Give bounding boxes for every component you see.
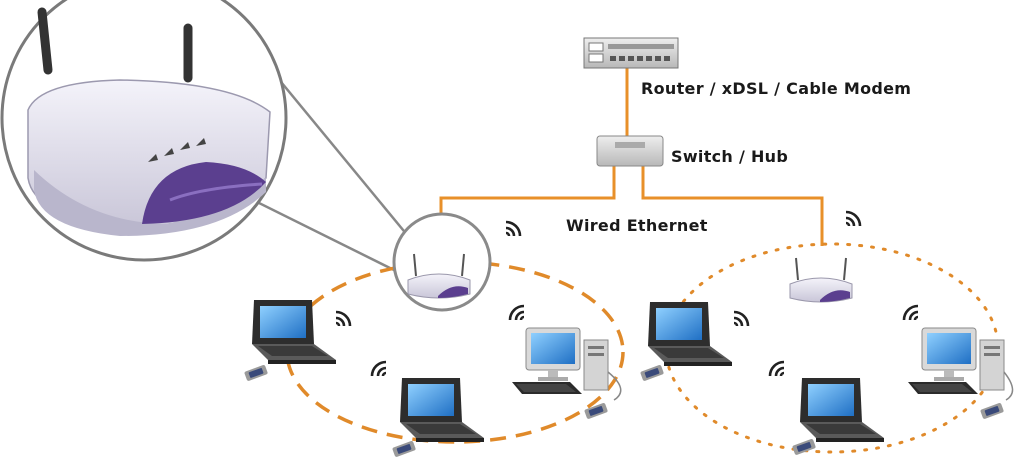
wifi-signal-icon bbox=[768, 360, 786, 378]
wifi-signal-icon bbox=[334, 310, 352, 328]
wifi-signal-icon bbox=[508, 304, 526, 322]
wifi-signal-icon bbox=[504, 220, 522, 238]
laptop-right-2 bbox=[800, 378, 884, 442]
desktop-left bbox=[511, 327, 609, 395]
usb-cable bbox=[607, 371, 622, 401]
usb-adapter bbox=[392, 440, 417, 458]
usb-wireless-adapter bbox=[584, 402, 609, 420]
router-modem-label: Router / xDSL / Cable Modem bbox=[641, 79, 912, 98]
cable-right-ap bbox=[641, 166, 824, 246]
usb-wireless-adapter bbox=[980, 402, 1005, 420]
usb-adapter bbox=[792, 438, 817, 456]
wired-ethernet-label: Wired Ethernet bbox=[566, 216, 708, 235]
usb-adapter bbox=[244, 364, 269, 382]
left-wireless-range bbox=[285, 260, 625, 444]
usb-adapter bbox=[640, 364, 665, 382]
router-closeup bbox=[27, 7, 271, 236]
laptop-left-1 bbox=[252, 300, 336, 364]
usb-cable bbox=[1003, 371, 1014, 401]
desktop-right bbox=[907, 327, 1005, 395]
wifi-signal-icon bbox=[902, 304, 920, 322]
laptop-right-1 bbox=[648, 302, 732, 366]
laptop-left-2 bbox=[400, 378, 484, 442]
access-point-right bbox=[789, 257, 853, 303]
wifi-signal-icon bbox=[370, 360, 388, 378]
switch-hub-label: Switch / Hub bbox=[671, 147, 789, 166]
wifi-signal-icon bbox=[732, 310, 750, 328]
modem-device bbox=[583, 37, 679, 69]
switch-device bbox=[596, 135, 664, 167]
wifi-signal-icon bbox=[844, 210, 862, 228]
